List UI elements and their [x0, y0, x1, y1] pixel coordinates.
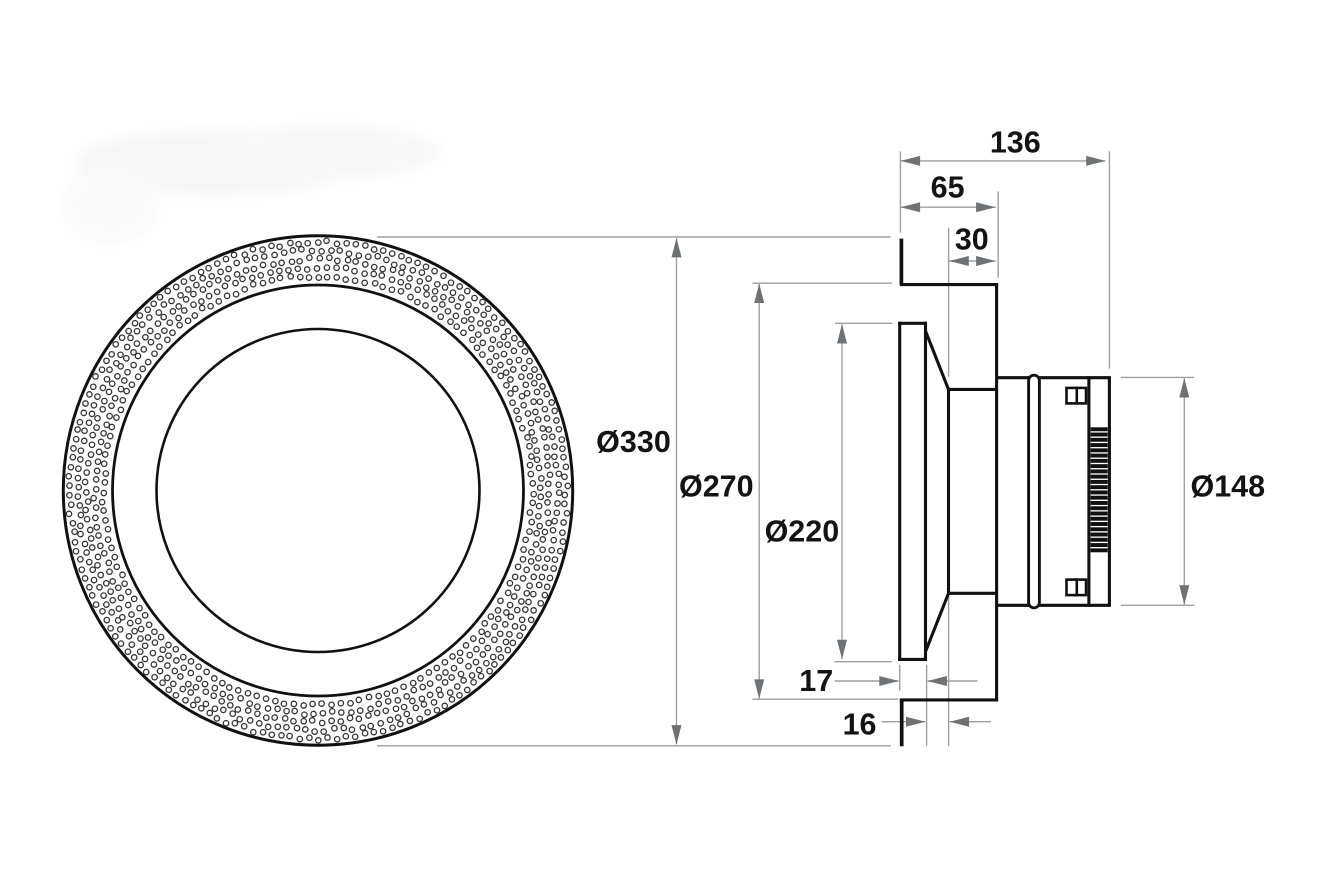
- svg-text:Ø220: Ø220: [765, 515, 840, 549]
- svg-text:Ø148: Ø148: [1191, 469, 1266, 503]
- svg-text:Ø330: Ø330: [596, 425, 671, 459]
- svg-text:17: 17: [799, 664, 833, 698]
- svg-text:16: 16: [843, 707, 877, 741]
- svg-text:65: 65: [931, 171, 965, 205]
- svg-text:Ø270: Ø270: [679, 470, 754, 504]
- svg-text:30: 30: [955, 223, 989, 257]
- svg-text:136: 136: [990, 126, 1041, 160]
